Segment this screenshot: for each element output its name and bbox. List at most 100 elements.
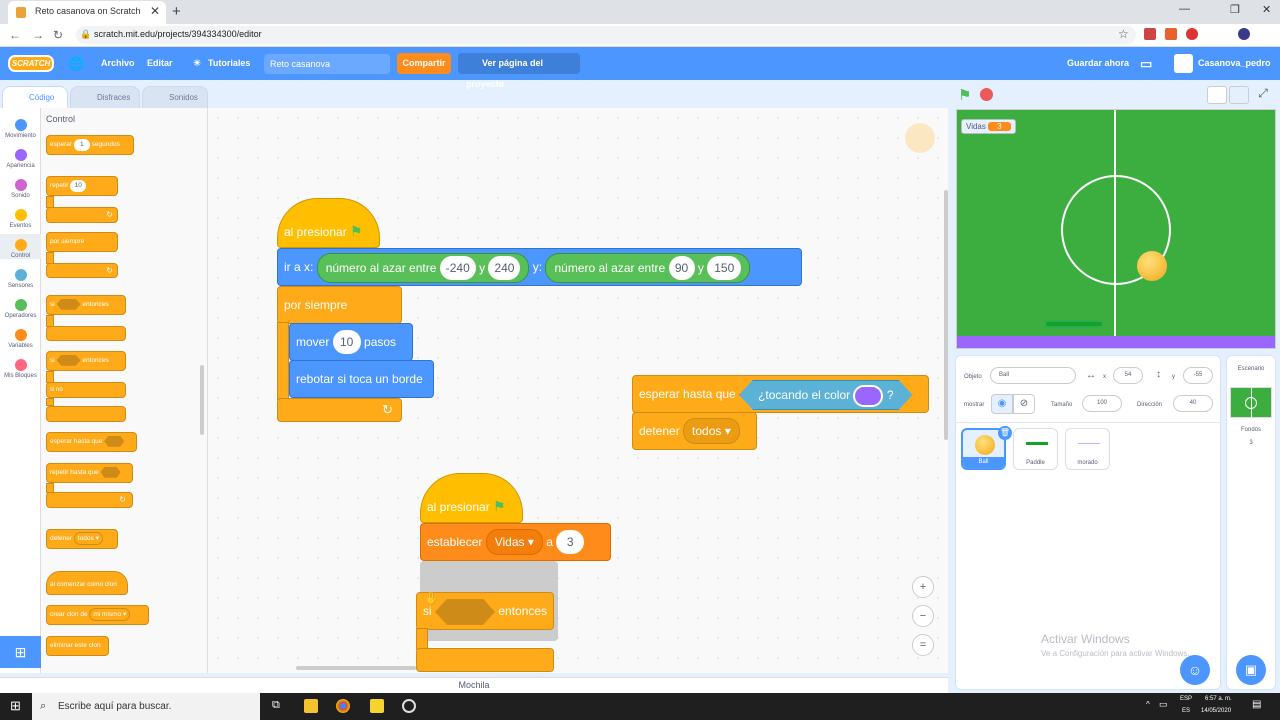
sprite-name-input[interactable]: Ball — [990, 367, 1076, 384]
tab-costumes[interactable]: Disfraces — [70, 86, 140, 109]
globe-icon[interactable]: 🌐 — [68, 56, 85, 71]
fullscreen-icon[interactable]: ⤢ — [1258, 86, 1268, 100]
block-stop[interactable]: detener todos ▾ — [46, 529, 118, 549]
scratch-logo[interactable]: SCRATCH — [8, 55, 54, 72]
workspace-vscroll[interactable] — [944, 190, 948, 440]
block-random[interactable]: número al azar entre 90 y 150 — [545, 252, 751, 283]
block-create-clone[interactable]: crear clon de mi mismo ▾ — [46, 605, 149, 625]
see-project-page-button[interactable]: Ver página del proyecto — [458, 53, 580, 89]
block-if-then[interactable]: si entonces — [46, 295, 126, 315]
zoom-in-button[interactable]: + — [912, 576, 934, 598]
category-operadores[interactable]: Operadores — [0, 294, 41, 319]
menu-file[interactable]: Archivo — [101, 58, 135, 68]
block-forever[interactable]: por siempre — [277, 286, 402, 324]
hide-eye-icon[interactable]: ⊘ — [1013, 394, 1035, 414]
block-goto-xy[interactable]: ir a x: número al azar entre -240 y 240 … — [277, 248, 802, 286]
profile-icon[interactable] — [1238, 28, 1250, 40]
paddle-sprite[interactable] — [1046, 322, 1102, 326]
block-if-else[interactable]: si entonces — [46, 351, 126, 371]
avatar[interactable] — [1174, 54, 1193, 73]
block-input[interactable]: 150 — [707, 255, 742, 280]
block-if-then[interactable]: si entonces — [416, 592, 554, 630]
sticky-notes-icon[interactable] — [370, 699, 384, 713]
menu-tutorials[interactable]: Tutoriales — [208, 58, 251, 68]
block-wait-until[interactable]: esperar hasta que — [46, 432, 137, 452]
sprite-tile-paddle[interactable]: Paddle — [1013, 428, 1058, 470]
tab-code[interactable]: Código — [2, 86, 68, 109]
x-input[interactable]: 54 — [1113, 367, 1143, 384]
block-input[interactable]: 90 — [668, 255, 695, 280]
sprite-tile-morado[interactable]: morado — [1065, 428, 1110, 470]
lang-bottom[interactable]: ES — [1182, 708, 1191, 714]
taskbar-search[interactable]: ⌕Escribe aquí para buscar. — [32, 693, 260, 720]
large-stage-button[interactable] — [1229, 86, 1249, 104]
minimize-icon[interactable]: — — [1179, 3, 1190, 15]
boolean-slot[interactable] — [100, 466, 121, 478]
clock-time[interactable]: 6:57 a. m. — [1205, 696, 1232, 702]
share-button[interactable]: Compartir — [397, 53, 451, 74]
palette-scrollbar[interactable] — [200, 365, 204, 435]
app-icon[interactable] — [402, 699, 416, 713]
windows-start-icon[interactable]: ⊞ — [10, 698, 21, 713]
block-touching-color[interactable]: ¿tocando el color ? — [739, 379, 913, 410]
clone-dropdown[interactable]: mi mismo ▾ — [89, 608, 131, 621]
show-eye-icon[interactable]: ◉ — [991, 394, 1013, 414]
extension-icon[interactable] — [1165, 28, 1177, 40]
block-wait[interactable]: esperar 1 segundos — [46, 135, 134, 155]
stop-dropdown[interactable]: todos ▾ — [73, 532, 103, 545]
sprite-tile-ball[interactable]: Ball 🗑 — [961, 426, 1012, 470]
file-explorer-icon[interactable] — [304, 699, 318, 713]
stop-dropdown[interactable]: todos ▾ — [683, 418, 740, 444]
block-random[interactable]: número al azar entre -240 y 240 — [316, 252, 530, 283]
tab-sounds[interactable]: Sonidos — [142, 86, 208, 109]
zoom-reset-button[interactable]: = — [912, 634, 934, 656]
block-stop[interactable]: detener todos ▾ — [632, 412, 757, 450]
category-mis-bloques[interactable]: Mis Bloques — [0, 354, 41, 379]
back-icon[interactable]: ← — [9, 28, 21, 42]
tray-chevron-icon[interactable]: ^ — [1146, 700, 1150, 709]
forward-icon[interactable]: → — [32, 28, 44, 42]
close-window-icon[interactable]: ✕ — [1262, 4, 1272, 16]
lang-top[interactable]: ESP — [1180, 696, 1193, 702]
network-icon[interactable]: ▭ — [1159, 699, 1168, 709]
save-now-button[interactable]: Guardar ahora — [1067, 58, 1130, 68]
y-input[interactable]: -55 — [1183, 367, 1213, 384]
small-stage-button[interactable] — [1207, 86, 1227, 104]
add-backdrop-button[interactable]: ▣ — [1236, 655, 1266, 685]
boolean-slot[interactable] — [104, 435, 125, 447]
clock-date[interactable]: 14/05/2020 — [1201, 708, 1232, 714]
boolean-slot[interactable] — [56, 298, 81, 310]
folder-icon[interactable]: ▭ — [1140, 56, 1153, 71]
browser-tab[interactable]: Reto casanova on Scratch ✕ — [8, 1, 166, 24]
category-eventos[interactable]: Eventos — [0, 204, 41, 229]
block-wait-until[interactable]: esperar hasta que ¿tocando el color ? — [632, 375, 929, 413]
block-input[interactable]: 240 — [488, 255, 521, 280]
adblock-icon[interactable] — [1186, 28, 1198, 40]
username-menu[interactable]: Casanova_pedro — [1198, 58, 1271, 68]
project-title-input[interactable]: Reto casanova — [264, 54, 390, 74]
add-extension-button[interactable]: ⊞ — [0, 636, 41, 668]
boolean-slot[interactable] — [435, 598, 496, 625]
variable-dropdown[interactable]: Vidas ▾ — [485, 529, 543, 555]
menu-edit[interactable]: Editar — [147, 58, 173, 68]
new-tab-icon[interactable]: + — [172, 3, 181, 20]
reload-icon[interactable]: ↻ — [53, 28, 64, 42]
block-delete-clone[interactable]: eliminar este clon — [46, 636, 109, 656]
color-swatch[interactable] — [853, 384, 884, 407]
category-sensores[interactable]: Sensores — [0, 264, 41, 289]
zoom-out-button[interactable]: − — [912, 605, 934, 627]
backdrop-thumbnail[interactable] — [1230, 387, 1272, 418]
restore-icon[interactable]: ❐ — [1230, 4, 1240, 16]
category-control[interactable]: Control — [0, 234, 41, 259]
bookmark-star-icon[interactable]: ☆ — [1118, 27, 1129, 41]
block-when-flag-clicked[interactable]: al presionar ⚑ — [277, 198, 380, 248]
block-move[interactable]: mover 10 pasos — [289, 323, 413, 361]
notifications-icon[interactable]: ▤ — [1252, 699, 1262, 710]
chrome-icon[interactable] — [336, 699, 350, 713]
direction-input[interactable]: 40 — [1173, 395, 1213, 412]
block-when-flag-clicked[interactable]: al presionar ⚑ — [420, 473, 523, 523]
stage[interactable]: Vidas 3 — [956, 109, 1276, 349]
block-forever[interactable]: por siempre — [46, 232, 118, 252]
stage-panel[interactable]: Escenario Fondos 3 — [1226, 355, 1276, 690]
url-field[interactable]: 🔒 scratch.mit.edu/projects/394334300/edi… — [76, 26, 1136, 44]
